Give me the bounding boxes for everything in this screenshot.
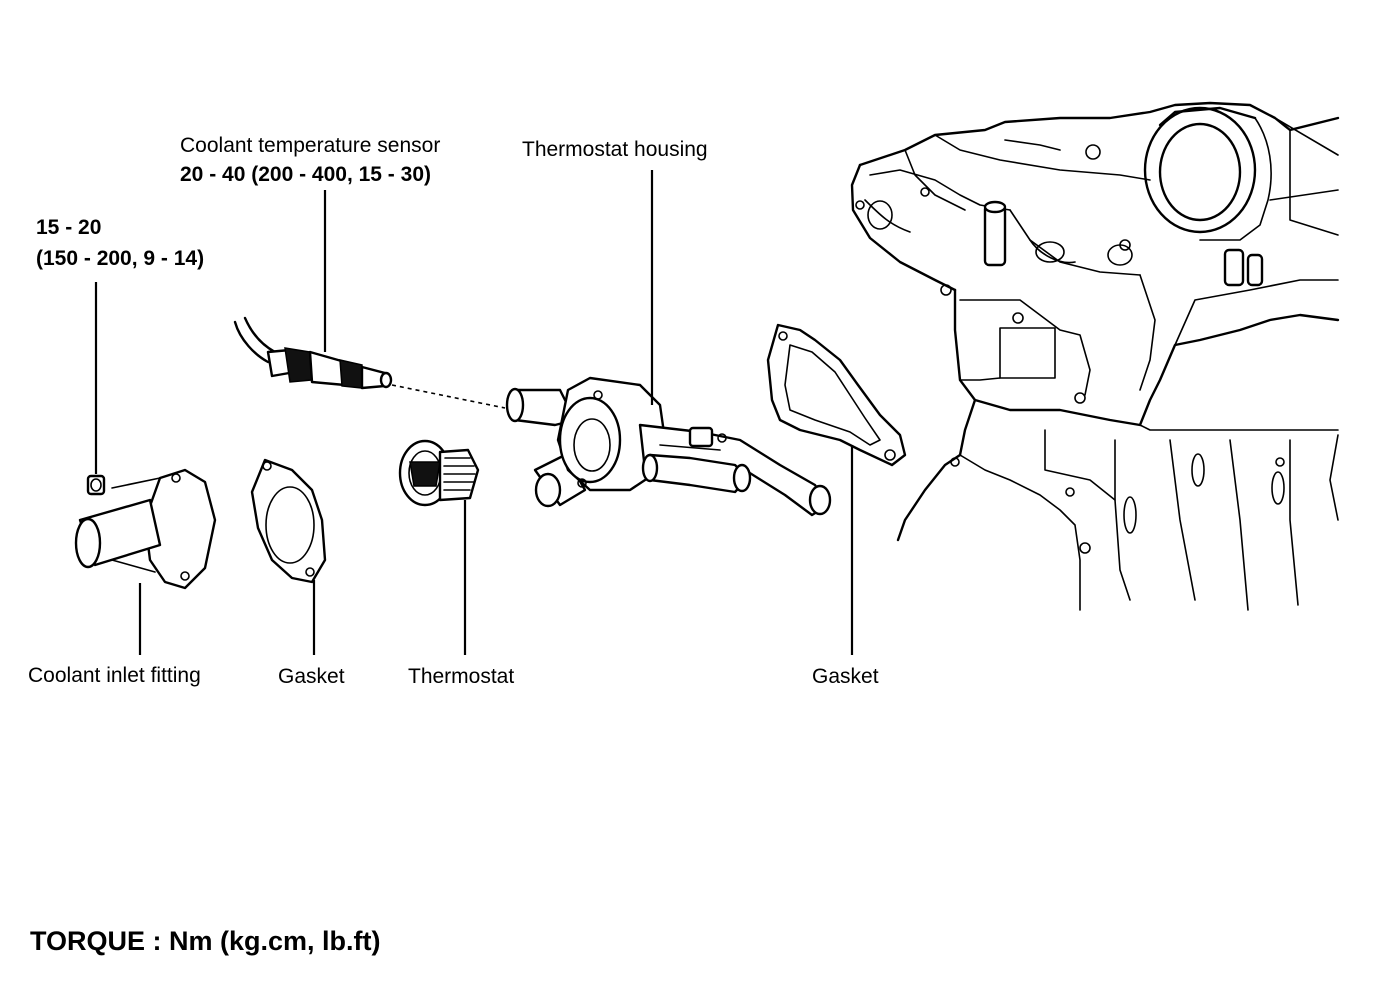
gasket-left-label: Gasket	[278, 665, 345, 688]
sensor-torque-label: 20 - 40 (200 - 400, 15 - 30)	[180, 163, 431, 186]
bolt-torque-values-label: (150 - 200, 9 - 14)	[36, 247, 205, 270]
gasket-right-drawing	[766, 323, 907, 467]
gasket-left-drawing	[250, 458, 327, 584]
gasket-right-label: Gasket	[812, 665, 879, 688]
coolant-inlet-fitting-drawing	[74, 468, 217, 590]
coolant-temp-sensor-drawing	[233, 316, 506, 409]
thermostat-housing-drawing	[505, 376, 832, 517]
thermostat-label: Thermostat	[408, 665, 515, 688]
torque-units-note: TORQUE : Nm (kg.cm, lb.ft)	[30, 926, 381, 956]
thermostat-drawing	[398, 439, 480, 507]
leader-lines	[94, 170, 854, 655]
bolt-torque-label: 15 - 20	[36, 216, 102, 239]
engine-block-drawing	[850, 101, 1340, 611]
coolant-inlet-fitting-label: Coolant inlet fitting	[28, 664, 201, 687]
sensor-name-label: Coolant temperature sensor	[180, 134, 441, 157]
thermostat-housing-label: Thermostat housing	[522, 138, 708, 161]
